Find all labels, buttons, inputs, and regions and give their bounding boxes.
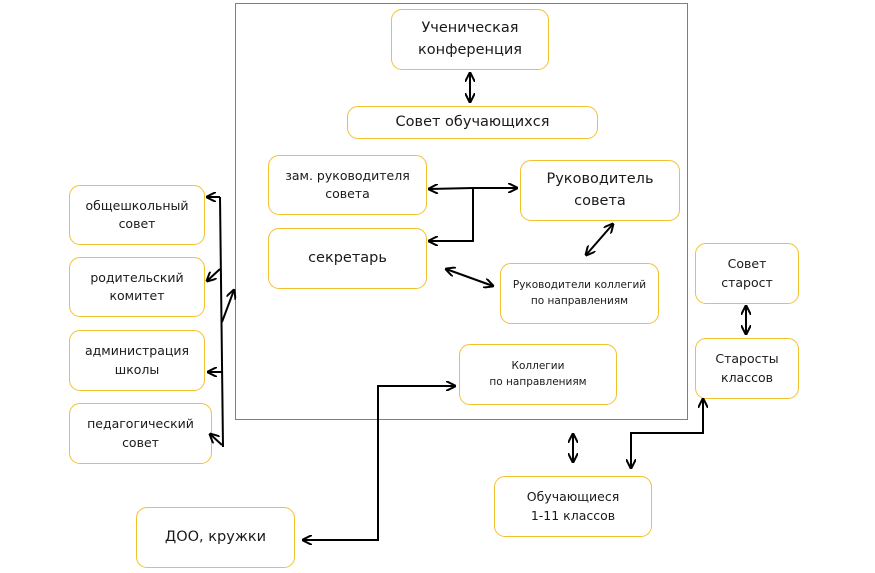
node-label: совета (325, 186, 370, 201)
node-label: ДОО, кружки (164, 528, 267, 545)
node-label: школы (114, 361, 160, 377)
node-label: Ученическая (421, 20, 519, 37)
node-clubs[interactable]: ДОО, кружки (136, 507, 295, 568)
node-label: комитет (109, 288, 165, 303)
node-label: конференция (417, 41, 523, 58)
node-label: Совет обучающихся (395, 113, 550, 130)
node-label: по направлениям (530, 294, 629, 307)
node-label: Совет (727, 256, 767, 272)
node-label: секретарь (308, 249, 387, 266)
node-label: Обучающиеся (526, 489, 620, 505)
node-label: педагогический (87, 416, 194, 432)
node-label: Руководители коллегий (512, 279, 647, 292)
node-label: родительский (90, 269, 184, 285)
node-deputy-head[interactable]: зам. руководителя совета (268, 155, 427, 215)
node-label: Старосты (715, 351, 779, 367)
node-label: 1-11 классов (530, 507, 616, 523)
node-label: совет (118, 216, 156, 231)
node-school-administration[interactable]: администрация школы (69, 330, 205, 391)
node-label: общешкольный (85, 197, 189, 213)
student-government-frame (235, 3, 688, 420)
node-label: совета (574, 192, 626, 209)
node-label: классов (721, 369, 773, 385)
node-label: по направлениям (489, 375, 587, 388)
arrow-bus-parents (207, 268, 221, 281)
node-label: совет (122, 434, 159, 450)
node-label: зам. руководителя (285, 167, 410, 183)
node-parents-committee[interactable]: родительский комитет (69, 257, 205, 317)
node-class-headmen[interactable]: Старосты классов (695, 338, 799, 399)
node-label: старост (721, 274, 773, 290)
node-label: администрация (84, 343, 190, 359)
node-colleges[interactable]: Коллегии по направлениям (459, 344, 617, 405)
node-student-council[interactable]: Совет обучающихся (347, 106, 598, 139)
node-label: Руководитель (546, 171, 654, 188)
node-council-head[interactable]: Руководитель совета (520, 160, 680, 221)
node-students[interactable]: Обучающиеся 1-11 классов (494, 476, 652, 537)
node-label: Коллегии (511, 360, 565, 373)
arrow-bus-frame (221, 290, 234, 323)
node-college-heads[interactable]: Руководители коллегий по направлениям (500, 263, 659, 324)
node-secretary[interactable]: секретарь (268, 228, 427, 289)
node-student-conference[interactable]: Ученическая конференция (391, 9, 549, 70)
node-pedagogical-council[interactable]: педагогический совет (69, 403, 212, 464)
node-school-council[interactable]: общешкольный совет (69, 185, 205, 245)
node-headmen-council[interactable]: Совет старост (695, 243, 799, 304)
external-bus-line (219, 196, 224, 448)
